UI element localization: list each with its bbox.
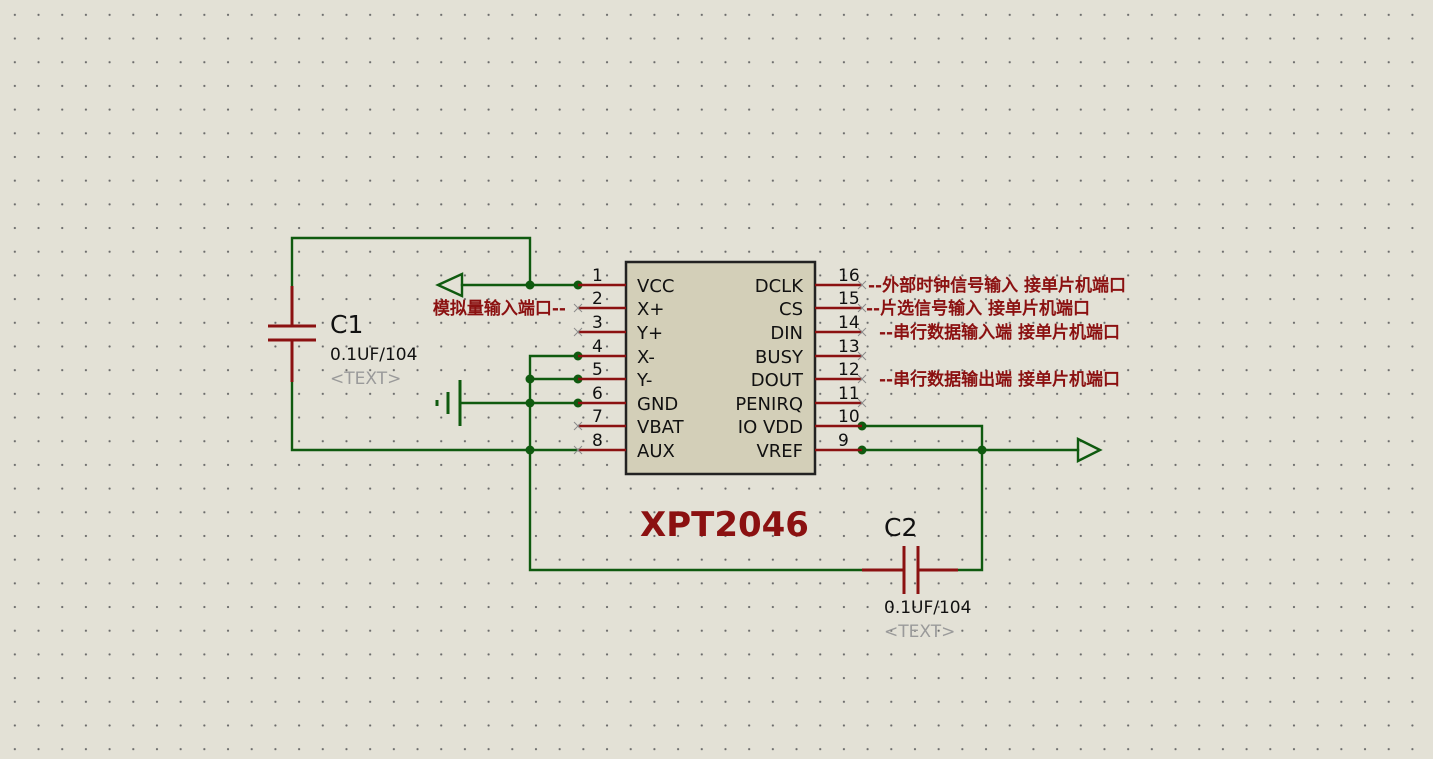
junction-vref-right (977, 445, 987, 455)
capacitor-c2[interactable] (862, 546, 958, 594)
pin-name-vcc: VCC (637, 276, 674, 297)
c1-value: 0.1UF/104 (330, 345, 417, 365)
note-dclk: --外部时钟信号输入 接单片机端口 (868, 275, 1126, 296)
ground-symbol[interactable] (435, 380, 462, 426)
pin-number: 5 (592, 360, 603, 380)
wire-iovdd (860, 424, 984, 572)
right-pin-names: DCLK CS DIN BUSY DOUT PENIRQ IO VDD VREF (735, 276, 804, 462)
pin-name-yminus: Y- (636, 370, 652, 391)
pin-number: 14 (838, 313, 860, 333)
c1-reference: C1 (330, 310, 363, 339)
pin-number: 2 (592, 289, 603, 309)
pin-name-din: DIN (770, 323, 803, 344)
pin-name-vref: VREF (756, 441, 803, 462)
pin-number: 11 (838, 384, 860, 404)
pin-name-xplus: X+ (637, 299, 664, 320)
pin-name-cs: CS (779, 299, 803, 320)
pin-name-dclk: DCLK (755, 276, 804, 297)
wires (290, 236, 1080, 572)
c2-reference: C2 (884, 513, 917, 542)
junction-rail-aux (525, 445, 535, 455)
junction-rail-y (525, 374, 535, 384)
pin-name-dout: DOUT (751, 370, 804, 391)
left-pin-numbers: 1 2 3 4 5 6 7 8 (592, 266, 603, 451)
annotation-notes: --外部时钟信号输入 接单片机端口 --片选信号输入 接单片机端口 --串行数据… (433, 275, 1126, 390)
chip-label: XPT2046 (640, 505, 809, 545)
pin-number: 8 (592, 431, 603, 451)
pin-name-busy: BUSY (755, 347, 804, 368)
pin-name-penirq: PENIRQ (735, 394, 803, 415)
pin-number: 15 (838, 289, 860, 309)
pin-name-vbat: VBAT (637, 417, 685, 438)
pin-name-xminus: X- (637, 347, 655, 368)
c2-text-field: <TEXT> (884, 622, 955, 642)
pin-name-aux: AUX (637, 441, 675, 462)
note-analog-input: 模拟量输入端口-- (433, 298, 566, 319)
vcc-power-terminal[interactable] (435, 272, 464, 298)
pin-name-gnd: GND (637, 394, 678, 415)
right-no-connect-marks (857, 280, 867, 408)
note-din: --串行数据输入端 接单片机端口 (879, 322, 1120, 343)
left-pin-stubs (578, 283, 626, 452)
pin-number: 9 (838, 431, 849, 451)
pin-name-io-vdd: IO VDD (738, 417, 803, 438)
right-pin-numbers: 16 15 14 13 12 11 10 9 (838, 266, 860, 451)
wire-xminus (528, 354, 864, 572)
pin-name-yplus: Y+ (636, 323, 663, 344)
junction-rail-gnd (525, 398, 535, 408)
left-pin-names: VCC X+ Y+ X- Y- GND VBAT AUX (636, 276, 685, 462)
wire-c1-bottom (290, 380, 580, 452)
left-no-connect-marks (573, 303, 583, 455)
junctions (525, 280, 987, 455)
capacitor-c1[interactable] (268, 286, 316, 382)
pin-number: 12 (838, 360, 860, 380)
pin-number: 1 (592, 266, 603, 286)
note-dout: --串行数据输出端 接单片机端口 (879, 369, 1120, 390)
c1-text-field: <TEXT> (330, 369, 401, 389)
pin-number: 13 (838, 337, 860, 357)
junction-vcc-top (525, 280, 535, 290)
c2-value: 0.1UF/104 (884, 598, 971, 618)
pin-number: 16 (838, 266, 860, 286)
note-cs: --片选信号输入 接单片机端口 (866, 298, 1090, 319)
pin-number: 3 (592, 313, 603, 333)
pin-number: 4 (592, 337, 603, 357)
xpt2046-body[interactable] (624, 260, 817, 476)
pin-number: 10 (838, 407, 860, 427)
pin-number: 6 (592, 384, 603, 404)
pin-number: 7 (592, 407, 603, 427)
wire-c1-top-loop (290, 236, 532, 288)
vref-power-terminal[interactable] (1076, 437, 1103, 463)
right-pin-stubs (815, 283, 862, 452)
